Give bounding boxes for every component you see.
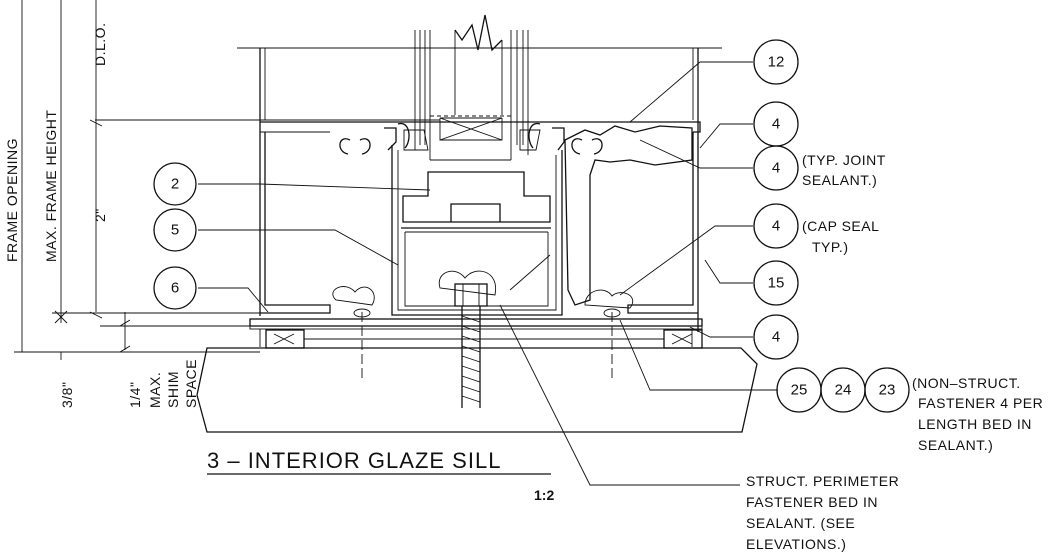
callout-bubble-12: 12 [753,39,799,85]
callout-number: 24 [835,382,852,399]
note-struct-line1: STRUCT. PERIMETER [746,473,899,489]
dim-max: MAX. [147,372,163,408]
sealant-beads [332,125,693,309]
sill-base-plate [249,318,703,349]
callout-bubble-4-cap-seal: 4 [753,203,799,249]
note-struct-line3: SEALANT. (SEE [746,515,855,531]
callout-number: 4 [772,160,780,177]
dimension-lines [14,0,440,360]
dim-three-eighths: 3/8" [59,382,75,408]
callout-bubble-23: 23 [864,367,910,413]
callout-number: 4 [772,116,780,133]
note-typ-joint-line1: (TYP. JOINT [802,152,886,168]
callout-bubble-4-typ-joint: 4 [753,145,799,191]
callout-bubble-5: 5 [153,208,197,252]
non-structural-fasteners [353,308,621,380]
callout-number: 23 [879,382,896,399]
dim-frame-opening: FRAME OPENING [4,138,20,262]
detail-title: 3 – INTERIOR GLAZE SILL [207,448,501,473]
note-typ-joint-line2: SEALANT.) [802,172,877,188]
dim-dlo: D.L.O. [92,23,108,66]
structural-fastener [454,283,488,408]
note-struct-line2: FASTENER BED IN [746,494,878,510]
dim-space: SPACE [183,359,199,408]
callout-number: 6 [171,280,179,297]
concrete-substrate [196,347,758,433]
glazing-gaskets [339,122,603,155]
dim-two-inch: 2" [92,208,108,222]
note-cap-seal-line2: TYP.) [812,239,848,255]
callout-number: 4 [772,329,780,346]
callout-bubble-15: 15 [753,260,799,306]
leader-lines [198,61,778,486]
note-cap-seal-line1: (CAP SEAL [802,218,879,234]
callout-number: 5 [171,222,179,239]
callout-bubble-4-base: 4 [753,314,799,360]
note-struct-line4: ELEVATIONS.) [746,536,846,552]
note-non-struct-line4: SEALANT.) [918,437,993,453]
glazing-unit [414,14,529,161]
frame-outline [237,47,722,332]
callout-bubble-6: 6 [153,266,197,310]
callout-bubble-25: 25 [776,367,822,413]
setting-block [402,171,551,223]
callout-number: 12 [768,54,785,71]
callout-number: 4 [772,218,780,235]
callout-bubble-2: 2 [153,162,197,206]
callout-bubble-24: 24 [820,367,866,413]
callout-number: 2 [171,176,179,193]
dim-max-frame-height: MAX. FRAME HEIGHT [43,110,59,262]
callout-bubble-4: 4 [753,101,799,147]
detail-scale: 1:2 [534,487,554,503]
note-non-struct-line2: FASTENER 4 PER [918,395,1043,411]
callout-number: 15 [768,275,785,292]
dim-shim: SHIM [165,371,181,408]
dim-quarter-inch: 1/4" [127,382,143,408]
callout-number: 25 [791,382,808,399]
note-non-struct-line3: LENGTH BED IN [918,416,1032,432]
note-non-struct-line1: (NON–STRUCT. [912,375,1021,391]
